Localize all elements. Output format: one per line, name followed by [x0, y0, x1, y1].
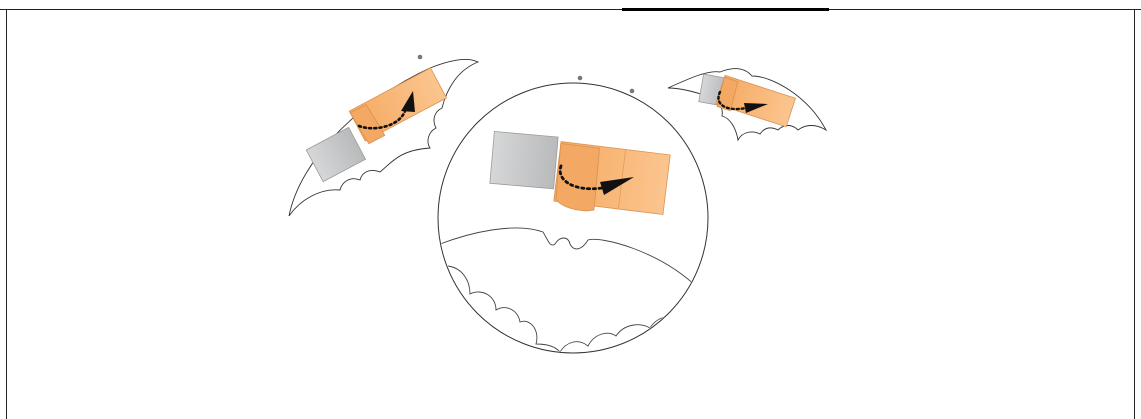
right-arrowhead-icon — [744, 103, 768, 113]
left-gray-block — [305, 126, 367, 183]
magnifier-dot-right — [629, 88, 635, 94]
magnifier-dot-left — [577, 75, 583, 81]
magnified-wing-scallop-left — [447, 265, 561, 352]
magnified-orange-tape — [553, 141, 671, 215]
left-curved-dotted-arrow — [357, 91, 415, 130]
frame-top-tab — [622, 8, 829, 11]
magnified-arrowhead-icon — [600, 177, 634, 195]
figure-frame — [0, 8, 1141, 419]
magnifier-circle — [437, 75, 709, 354]
left-orange-tape — [348, 67, 448, 145]
right-bat-wing — [667, 68, 828, 142]
left-bat-dot — [417, 54, 423, 60]
left-bat-wing — [288, 54, 480, 217]
magnifier-outline — [437, 82, 709, 354]
magnified-gray-block — [489, 131, 559, 190]
right-curved-dotted-arrow — [717, 90, 768, 113]
right-orange-tape — [715, 74, 796, 128]
magnified-curved-dotted-arrow — [558, 164, 634, 195]
magnified-wing-scallop-right — [559, 316, 679, 352]
magnified-wing-edge — [439, 227, 701, 291]
magnified-wing — [439, 227, 701, 352]
left-arrowhead-icon — [401, 91, 415, 112]
